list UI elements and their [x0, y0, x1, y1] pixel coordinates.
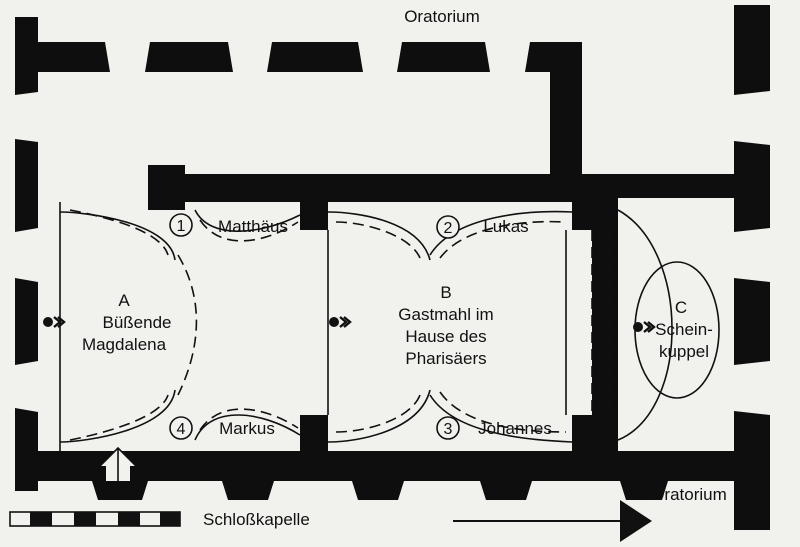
evangelist-number: 1	[177, 218, 186, 235]
viewpoint-markers	[43, 316, 656, 333]
evangelist-name: Markus	[219, 419, 275, 438]
evangelist-markers: 1 2 3 4	[169, 213, 460, 440]
evangelist-number: 4	[177, 421, 186, 438]
room-a-vault	[59, 202, 301, 451]
room-c-title: Schein-	[655, 320, 713, 339]
room-b-vault	[327, 210, 573, 443]
bottom-windows	[92, 481, 668, 500]
room-b-letter: B	[440, 283, 451, 302]
oratorium-bottom-label: Oratorium	[651, 485, 727, 504]
room-b-title: Pharisäers	[405, 349, 486, 368]
evangelist-name: Lukas	[483, 217, 528, 236]
viewpoint-marker-b	[329, 316, 352, 328]
entrance-arrow	[99, 446, 137, 481]
oratorium-top-label: Oratorium	[404, 7, 480, 26]
room-a-title: Büßende	[103, 313, 172, 332]
window-openings	[15, 42, 770, 415]
room-c-title: kuppel	[659, 342, 709, 361]
room-a-title: Magdalena	[82, 335, 167, 354]
viewpoint-marker-c	[633, 321, 656, 333]
room-a-letter: A	[118, 291, 130, 310]
evangelist-number: 3	[444, 421, 453, 438]
room-b-title: Gastmahl im	[398, 305, 493, 324]
room-c-partition	[591, 230, 611, 415]
labels: Oratorium Oratorium Matthäus Lukas Johan…	[82, 7, 727, 504]
evangelist-number: 2	[444, 220, 453, 237]
scale-bar: Schloßkapelle	[9, 510, 310, 529]
evangelist-name: Johannes	[478, 419, 552, 438]
walls	[15, 5, 770, 530]
room-c-letter: C	[675, 298, 687, 317]
direction-arrow	[453, 500, 652, 542]
viewpoint-marker-a	[43, 316, 66, 328]
evangelist-name: Matthäus	[218, 217, 288, 236]
scale-bar-label: Schloßkapelle	[203, 510, 310, 529]
room-b-title: Hause des	[405, 327, 486, 346]
